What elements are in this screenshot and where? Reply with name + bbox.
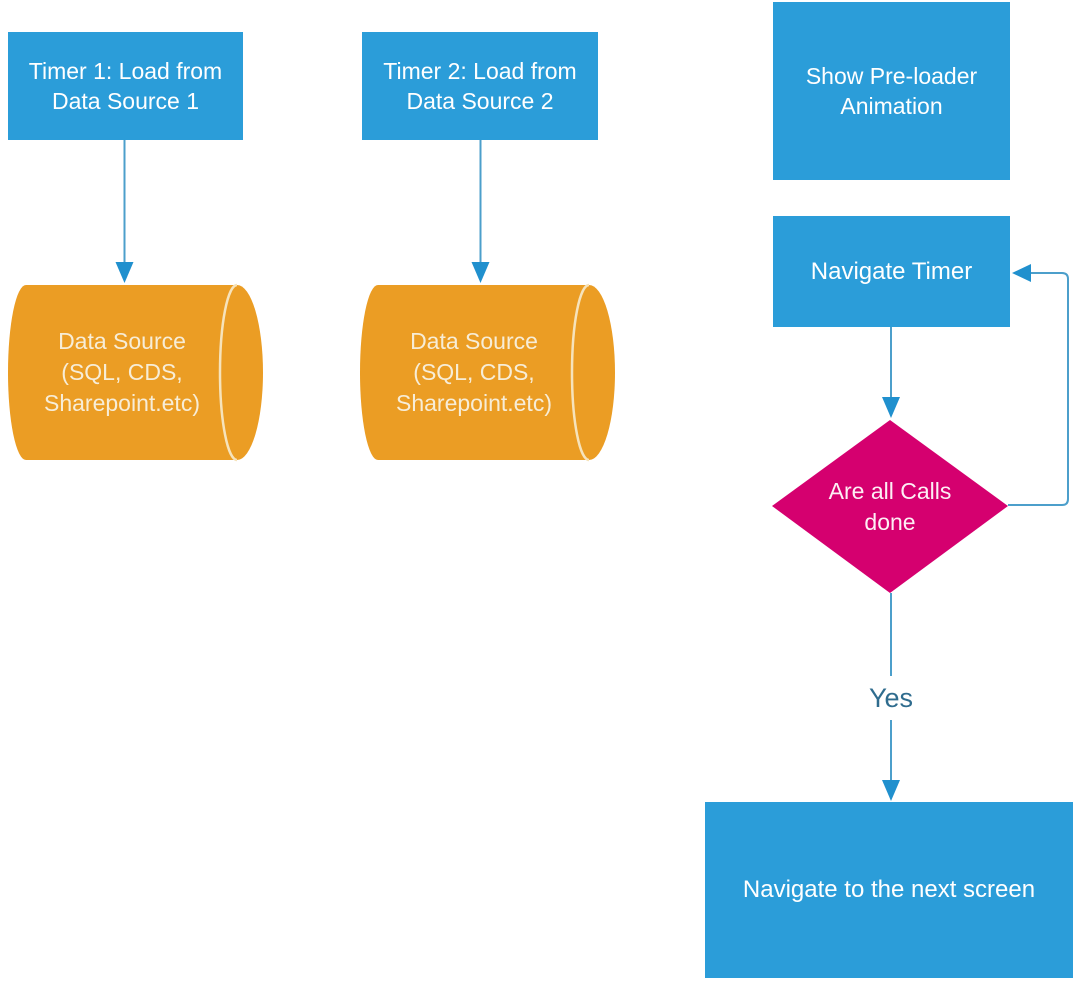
- connector-decision-loop-to-navigatetimer: [1008, 272, 1069, 506]
- arrowhead-timer1-to-datasource1: [115, 262, 134, 283]
- arrowhead-decision-to-nextscreen: [882, 780, 900, 801]
- node-show-preloader: Show Pre-loader Animation: [773, 2, 1010, 180]
- node-timer1: Timer 1: Load from Data Source 1: [8, 32, 243, 140]
- node-show-preloader-label-line2: Animation: [840, 93, 943, 119]
- arrowhead-timer2-to-datasource2: [471, 262, 490, 283]
- yes-branch-label: Yes: [856, 676, 926, 720]
- datasource2-cylinder-shape: [360, 285, 615, 460]
- node-navigate-next-screen: Navigate to the next screen: [705, 802, 1073, 978]
- node-timer2: Timer 2: Load from Data Source 2: [362, 32, 598, 140]
- node-timer1-label-line1: Timer 1: Load from: [28, 58, 223, 84]
- node-timer2-label-line2: Data Source 2: [406, 88, 554, 114]
- node-navigate-next-screen-label: Navigate to the next screen: [742, 876, 1036, 903]
- decision-diamond-shape: [772, 420, 1008, 593]
- arrowhead-loop-to-navigatetimer: [1012, 264, 1031, 282]
- node-show-preloader-label-line1: Show Pre-loader: [805, 63, 978, 89]
- node-timer2-label-line1: Timer 2: Load from: [383, 58, 577, 84]
- node-timer1-label-line2: Data Source 1: [51, 88, 200, 114]
- node-navigate-timer-label: Navigate Timer: [810, 257, 973, 285]
- datasource1-cylinder-shape: [7, 285, 263, 460]
- datasource1-cylinder-seam: [218, 283, 238, 462]
- datasource2-cylinder-seam: [570, 283, 590, 462]
- arrowhead-navigatetimer-to-decision: [882, 397, 900, 418]
- node-navigate-timer: Navigate Timer: [773, 216, 1010, 327]
